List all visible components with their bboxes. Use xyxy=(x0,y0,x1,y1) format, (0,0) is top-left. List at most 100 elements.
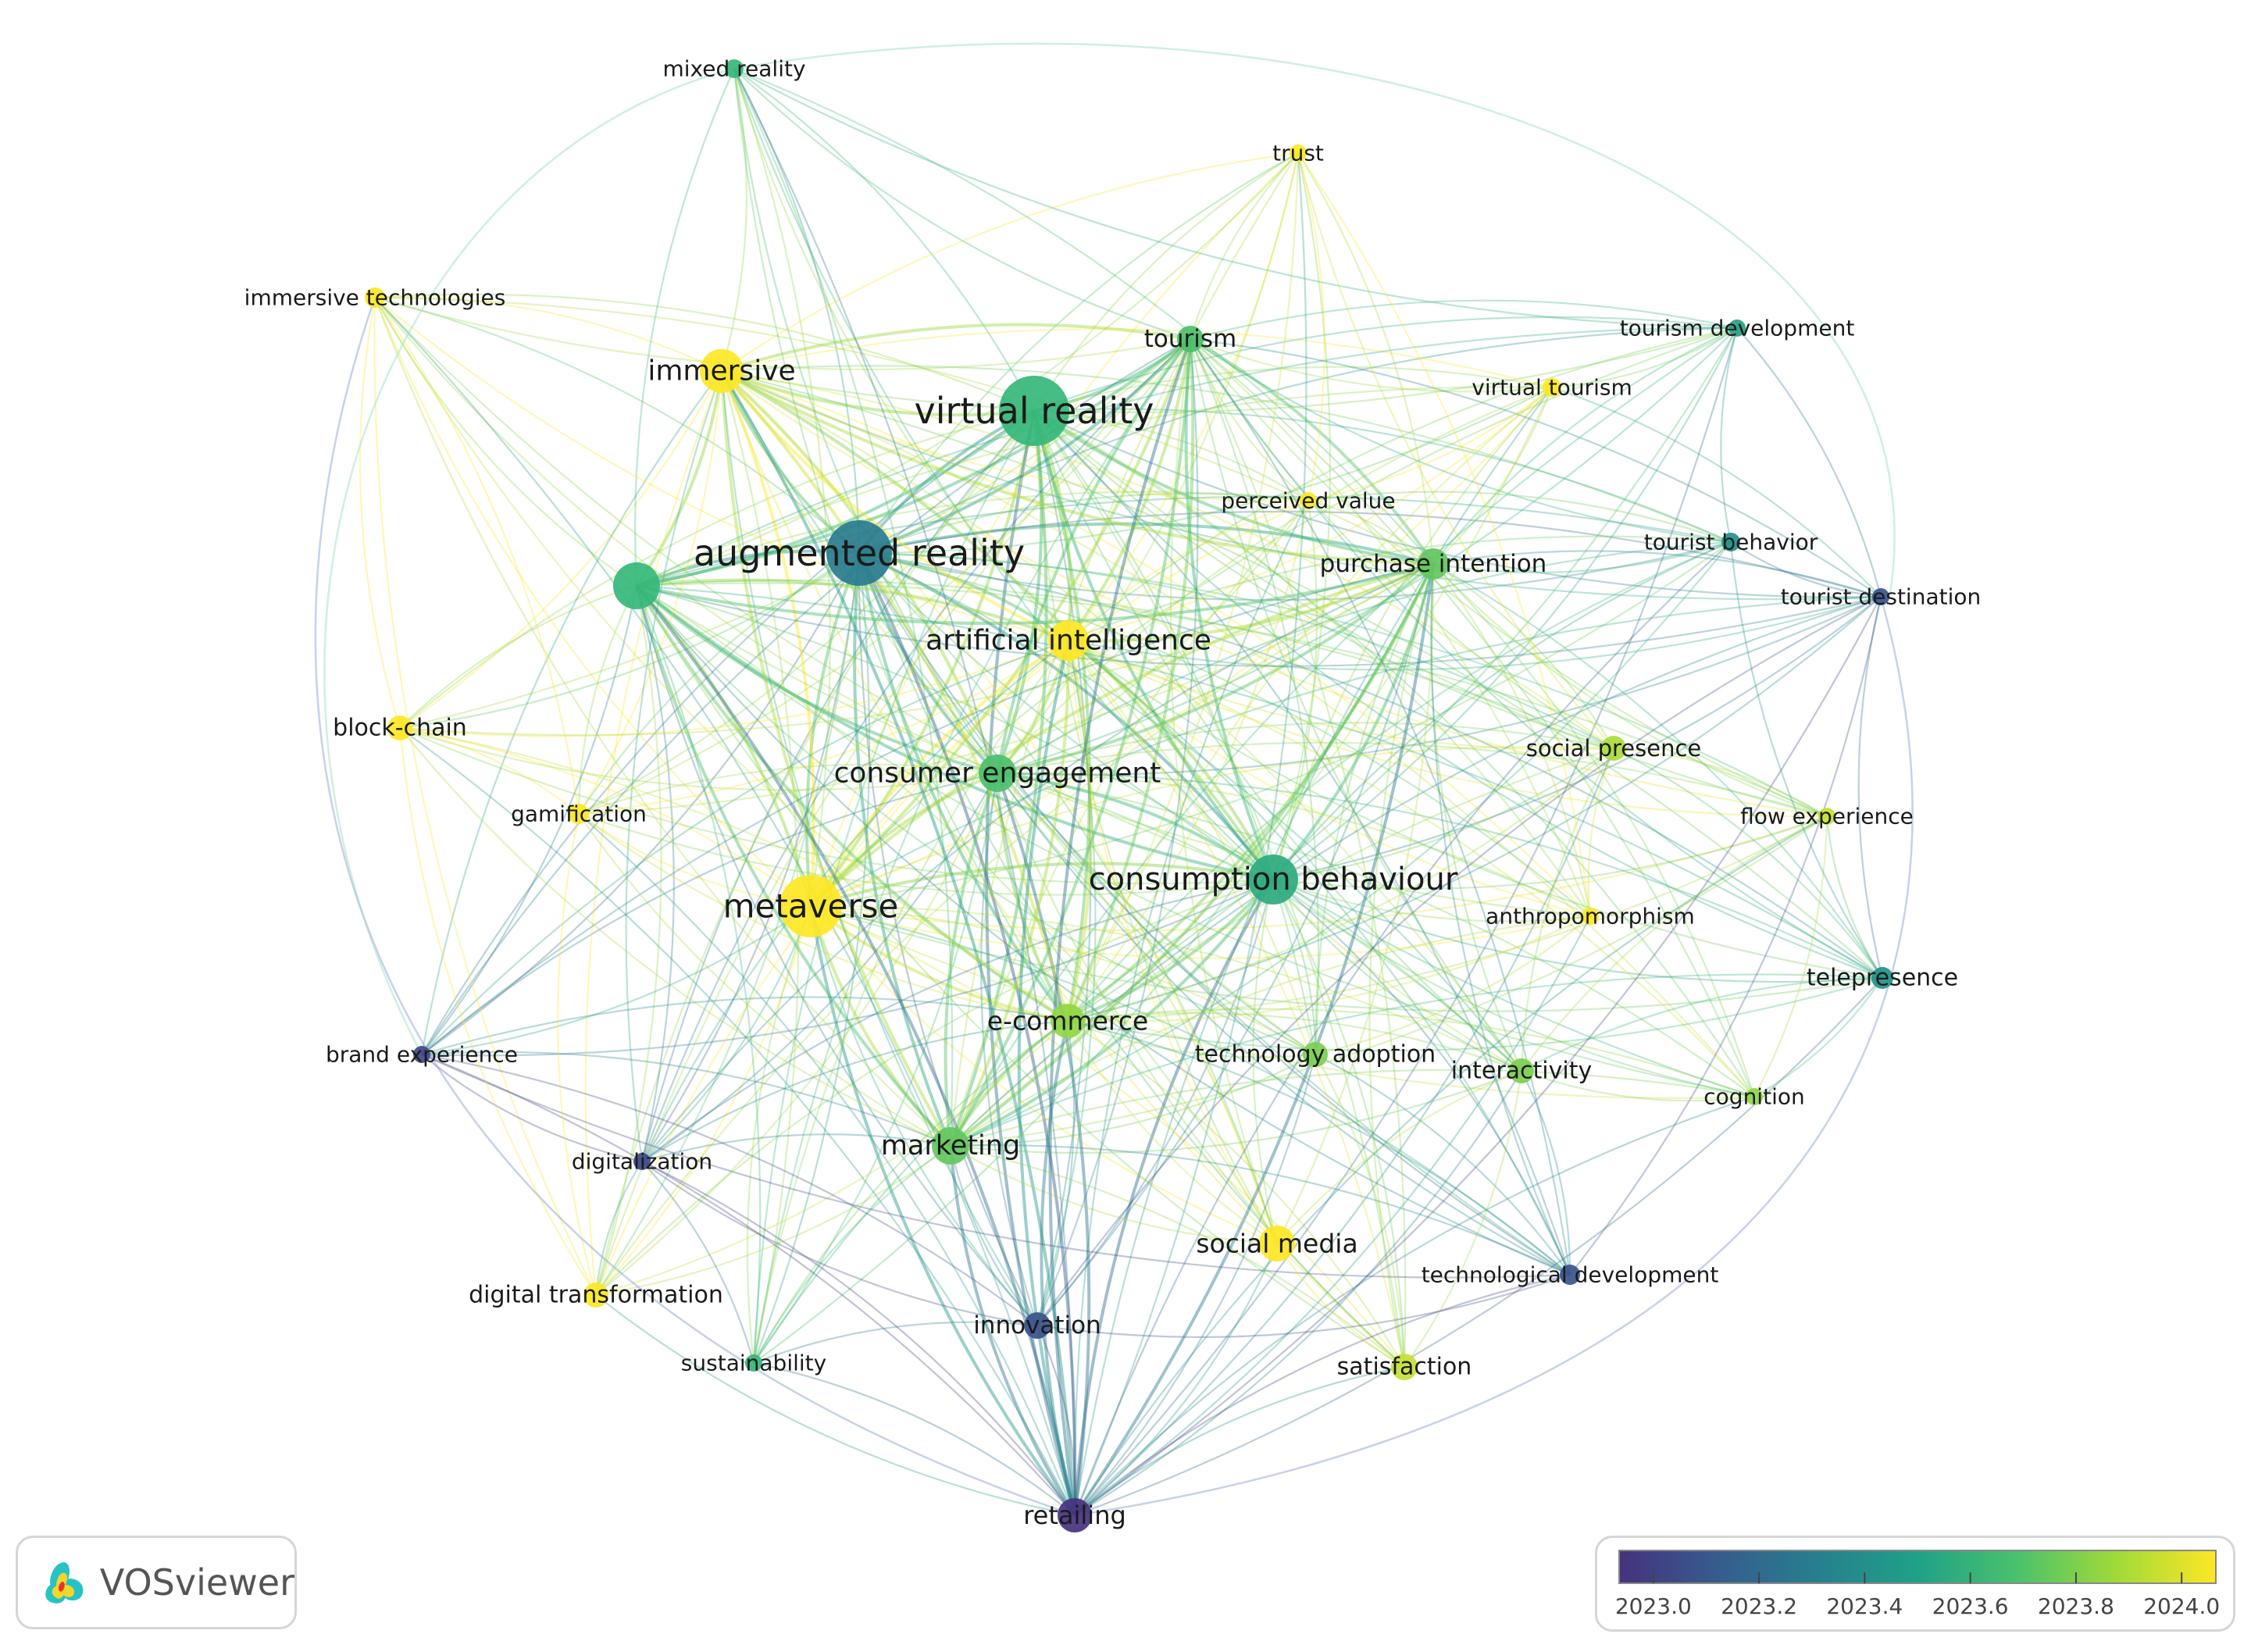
link-innovation-virtual-reality xyxy=(1033,410,1092,1326)
link-augmented-reality-technology-adoption xyxy=(858,552,1316,1055)
node-satisfaction[interactable] xyxy=(1391,1354,1418,1380)
link-flow-experience-metaverse xyxy=(810,815,1828,932)
link-tourist-behavior-unlabeled-node xyxy=(636,495,1732,587)
link-augmented-reality-e-commerce xyxy=(858,552,1069,1022)
link-retailing-technological-development xyxy=(1074,1273,1571,1516)
node-tourist-destination[interactable] xyxy=(1872,588,1889,605)
node-metaverse[interactable] xyxy=(779,875,842,937)
link-consumption-behaviour-tourism-development xyxy=(1272,327,1738,880)
node-purchase-intention[interactable] xyxy=(1418,548,1449,580)
link-consumption-behaviour-satisfaction xyxy=(1272,879,1406,1368)
node-label-retailing: retailing xyxy=(1023,1500,1126,1530)
link-block-chain-purchase-intention xyxy=(399,562,1434,737)
node-tourism-development[interactable] xyxy=(1728,319,1746,337)
link-immersive-marketing xyxy=(720,370,952,1147)
link-augmented-reality-tourist-behavior xyxy=(858,541,1732,601)
link-anthropomorphism-social-presence xyxy=(1587,748,1615,917)
link-augmented-reality-immersive-technologies xyxy=(374,296,860,554)
node-gamification[interactable] xyxy=(569,804,589,824)
link-tourism-development-tourist-destination xyxy=(1736,327,1882,598)
link-interactivity-metaverse xyxy=(810,904,1522,1072)
link-artificial-intelligence-tourism-development xyxy=(1068,326,1738,641)
node-tourist-behavior[interactable] xyxy=(1721,533,1740,551)
node-virtual-reality[interactable] xyxy=(999,376,1069,446)
node-label-marketing: marketing xyxy=(881,1130,1020,1161)
link-consumption-behaviour-tourism xyxy=(1184,338,1275,880)
link-cognition-consumption-behaviour xyxy=(1272,879,1755,1098)
node-digitalization[interactable] xyxy=(633,1153,651,1170)
link-anthropomorphism-immersive xyxy=(721,369,1591,917)
link-consumer-engagement-social-presence xyxy=(997,722,1614,775)
node-telepresence[interactable] xyxy=(1871,967,1893,989)
link-artificial-intelligence-digital-transformation xyxy=(594,640,1069,1296)
node-sustainability[interactable] xyxy=(745,1354,762,1372)
link-e-commerce-retailing xyxy=(1040,1020,1076,1516)
node-perceived-value[interactable] xyxy=(1300,492,1317,509)
link-digital-transformation-marketing xyxy=(595,1145,951,1297)
link-e-commerce-interactivity xyxy=(1067,1012,1522,1072)
link-tourist-behavior-virtual-reality xyxy=(1033,408,1732,544)
node-digital-transformation[interactable] xyxy=(583,1283,608,1308)
link-block-chain-consumer-engagement xyxy=(399,726,998,791)
node-augmented-reality[interactable] xyxy=(826,520,892,586)
node-cognition[interactable] xyxy=(1746,1088,1763,1105)
link-e-commerce-marketing xyxy=(949,1019,1069,1147)
link-anthropomorphism-virtual-reality xyxy=(1033,410,1591,917)
node-anthropomorphism[interactable] xyxy=(1582,908,1599,925)
node-label-augmented-reality: augmented reality xyxy=(694,532,1025,574)
node-technological-development[interactable] xyxy=(1560,1265,1580,1285)
link-interactivity-purchase-intention xyxy=(1430,563,1523,1072)
node-artificial-intelligence[interactable] xyxy=(1048,620,1089,661)
node-tourism[interactable] xyxy=(1177,326,1204,352)
node-social-presence[interactable] xyxy=(1601,736,1626,761)
link-metaverse-purchase-intention xyxy=(809,562,1434,908)
node-social-media[interactable] xyxy=(1259,1226,1295,1261)
link-retailing-social-media xyxy=(1074,1243,1279,1516)
link-satisfaction-technology-adoption xyxy=(1315,1054,1406,1368)
node-block-chain[interactable] xyxy=(387,715,412,740)
link-digitalization-tourism xyxy=(640,338,1191,1162)
link-mixed-reality-unlabeled-node xyxy=(634,68,736,587)
node-label-technological-development: technological development xyxy=(1422,1262,1719,1288)
node-innovation[interactable] xyxy=(1024,1312,1051,1339)
link-consumer-engagement-tourist-destination xyxy=(997,596,1882,776)
link-e-commerce-flow-experience xyxy=(1067,815,1828,1022)
node-interactivity[interactable] xyxy=(1509,1058,1534,1083)
node-immersive[interactable] xyxy=(700,349,744,393)
outer-link-arc xyxy=(323,67,735,1055)
node-consumer-engagement[interactable] xyxy=(979,755,1016,792)
link-marketing-tourism xyxy=(949,338,1192,1147)
link-retailing-tourist-destination xyxy=(1074,596,1882,1516)
node-flow-experience[interactable] xyxy=(1818,808,1835,825)
link-e-commerce-technological-development xyxy=(1067,1019,1571,1276)
node-immersive-technologies[interactable] xyxy=(365,287,385,308)
node-trust[interactable] xyxy=(1290,145,1307,162)
link-artificial-intelligence-marketing xyxy=(949,640,1071,1147)
link-block-chain-metaverse xyxy=(399,726,812,907)
node-unlabeled-node[interactable] xyxy=(613,562,660,609)
link-consumption-behaviour-metaverse xyxy=(810,862,1274,908)
link-consumer-engagement-virtual-tourism xyxy=(997,386,1553,774)
link-artificial-intelligence-consumption-behaviour xyxy=(1067,639,1275,880)
link-augmented-reality-consumption-behaviour xyxy=(858,551,1275,881)
link-artificial-intelligence-immersive xyxy=(720,369,1069,642)
link-e-commerce-telepresence xyxy=(1067,976,1883,1052)
link-interactivity-social-media xyxy=(1276,1069,1522,1244)
node-technology-adoption[interactable] xyxy=(1303,1042,1328,1067)
node-mixed-reality[interactable] xyxy=(725,59,744,78)
node-consumption-behaviour[interactable] xyxy=(1248,855,1298,904)
link-artificial-intelligence-purchase-intention xyxy=(1068,562,1434,643)
link-retailing-trust xyxy=(1073,152,1307,1516)
link-anthropomorphism-tourism xyxy=(1190,338,1592,917)
link-interactivity-marketing xyxy=(950,1069,1522,1154)
node-retailing[interactable] xyxy=(1058,1498,1092,1532)
link-metaverse-tourist-behavior xyxy=(810,541,1732,908)
link-telepresence-virtual-reality xyxy=(1033,410,1883,979)
link-consumer-engagement-consumption-behaviour xyxy=(997,772,1275,881)
link-consumer-engagement-sustainability xyxy=(753,772,999,1364)
node-virtual-tourism[interactable] xyxy=(1543,378,1561,397)
link-anthropomorphism-trust xyxy=(1297,152,1592,917)
node-e-commerce[interactable] xyxy=(1051,1004,1085,1038)
node-marketing[interactable] xyxy=(932,1127,969,1165)
node-brand-experience[interactable] xyxy=(413,1046,430,1063)
